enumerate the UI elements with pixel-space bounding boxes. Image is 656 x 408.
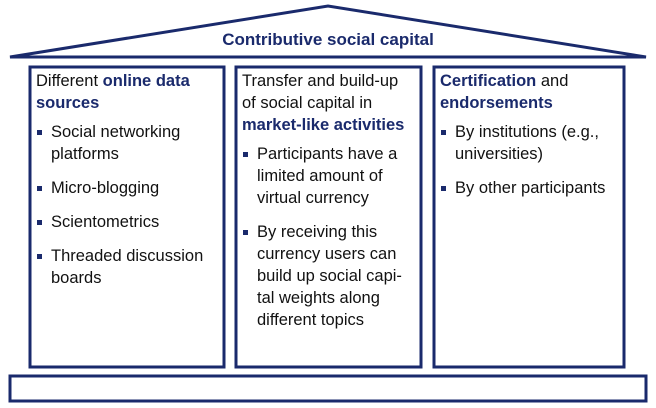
pillar-certification-endorsements: Certification and endorsements By instit… [434, 70, 624, 364]
heading-emphasis: Certification [440, 72, 537, 90]
list-item: Participants have a limited amount of vi… [242, 143, 415, 209]
heading-text: and [536, 72, 569, 90]
pillar-heading: Different online data sources [36, 70, 218, 114]
list-item: Scientometrics [36, 211, 218, 233]
pillar-heading: Transfer and build-up of social capital … [242, 70, 415, 136]
bullet-list: Participants have a limited amount of vi… [242, 143, 415, 331]
pillar-heading: Certification and endorsements [440, 70, 618, 114]
list-item: Threaded discussion boards [36, 245, 218, 289]
heading-emphasis: endorsements [440, 94, 553, 112]
heading-text: Different [36, 72, 103, 90]
list-item: By receiving this currency users can bui… [242, 221, 415, 331]
heading-emphasis: online data sources [36, 72, 190, 112]
pillar-market-like-activities: Transfer and build-up of social capital … [236, 70, 421, 364]
list-item: By other participants [440, 177, 618, 199]
roof [9, 4, 647, 59]
pillar-outline-2 [234, 65, 423, 369]
list-item: By institutions (e.g., universities) [440, 121, 618, 165]
heading-text: Transfer and build-up of social capital … [242, 72, 399, 112]
pillar-outline-3 [432, 65, 626, 369]
list-item: Micro-blogging [36, 177, 218, 199]
bullet-list: By institutions (e.g., universities) By … [440, 121, 618, 199]
bullet-list: Social networking platforms Micro-bloggi… [36, 121, 218, 289]
list-item: Social networking platforms [36, 121, 218, 165]
roof-title: Contributive social capital [222, 30, 434, 49]
base-plinth [8, 374, 648, 403]
heading-emphasis: market-like activities [242, 116, 405, 134]
pillar-outline-1 [28, 65, 226, 369]
pillar-online-data-sources: Different online data sources Social net… [30, 70, 224, 364]
